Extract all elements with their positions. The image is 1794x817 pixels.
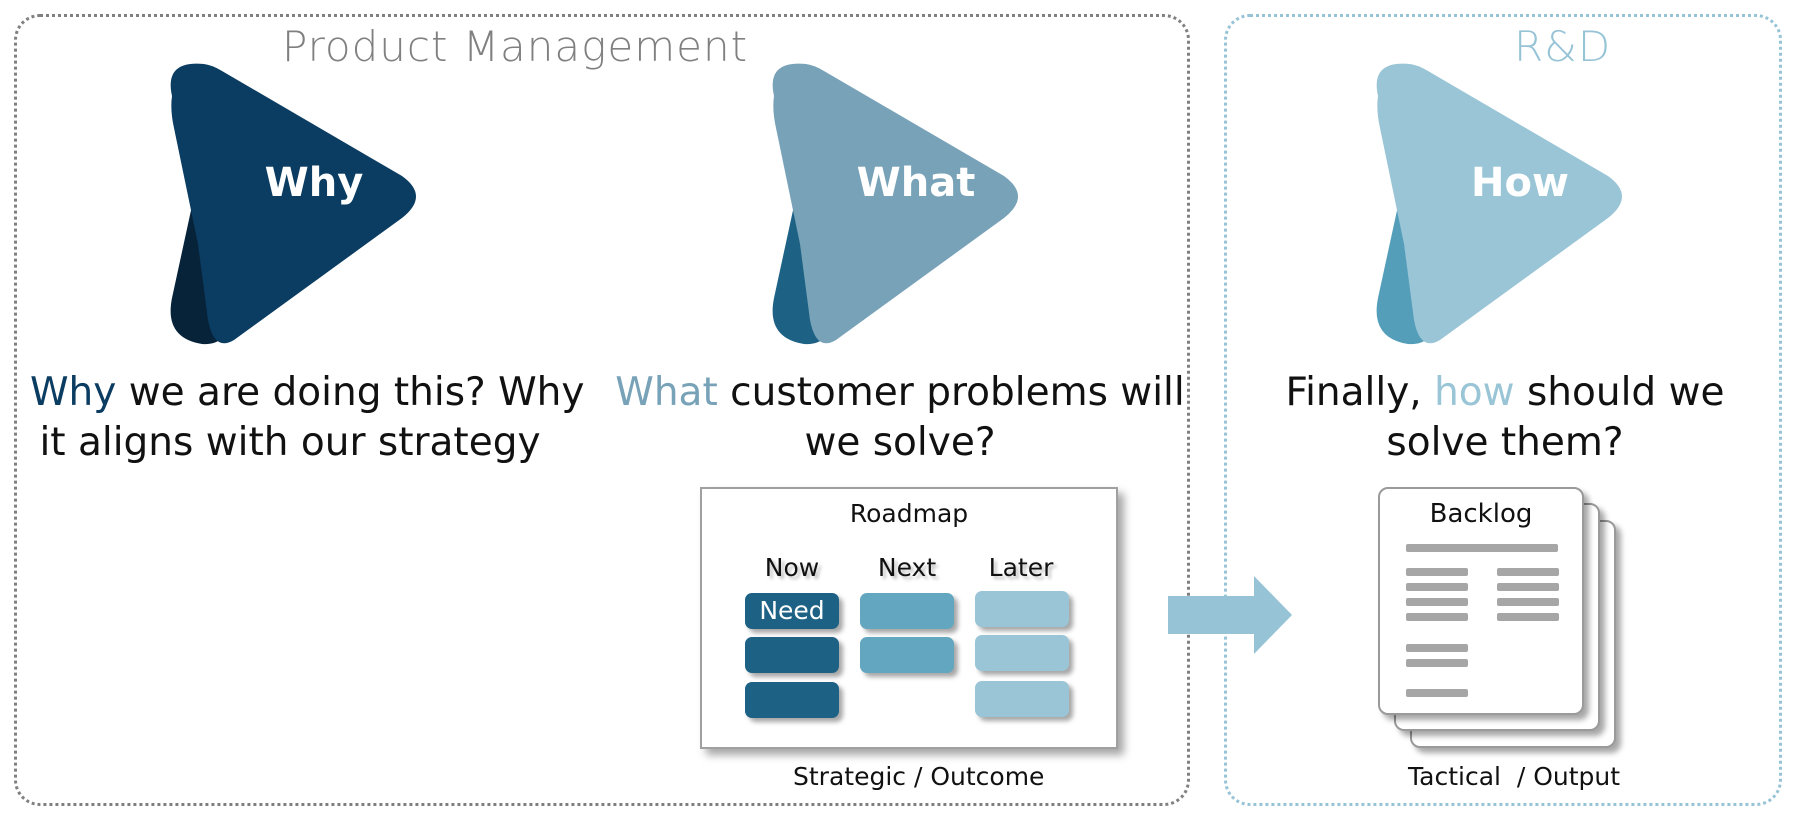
- what-description-line1: What customer problems will: [610, 368, 1190, 418]
- what-highlight: What: [615, 370, 718, 415]
- backlog-caption: Tactical / Output: [1408, 762, 1621, 791]
- backlog-line: [1406, 598, 1468, 606]
- backlog-line: [1406, 613, 1468, 621]
- rd-section: [1224, 14, 1782, 806]
- roadmap-card-now-2: [745, 637, 839, 673]
- roadmap-column-now: Now: [764, 553, 820, 582]
- roadmap-card-later-1: [975, 591, 1069, 627]
- how-play-icon: [1376, 63, 1622, 345]
- roadmap-card-later-2: [975, 635, 1069, 671]
- how-description-line2: solve them?: [1386, 420, 1624, 465]
- backlog-line: [1406, 659, 1468, 667]
- why-shape: Why: [164, 58, 424, 348]
- what-description: What customer problems will we solve?: [610, 368, 1190, 468]
- roadmap-caption: Strategic / Outcome: [793, 762, 1045, 791]
- backlog-line: [1497, 613, 1559, 621]
- why-highlight: Why: [30, 370, 117, 415]
- backlog-line: [1406, 568, 1468, 576]
- rd-title: R&D: [1514, 22, 1612, 71]
- roadmap-card-next-2: [860, 637, 954, 673]
- backlog-line: [1406, 583, 1468, 591]
- roadmap-card-now-3: [745, 682, 839, 718]
- backlog-title: Backlog: [1429, 499, 1533, 529]
- product-management-title: Product Management: [282, 22, 749, 71]
- how-prefix: Finally,: [1285, 370, 1435, 415]
- why-description-line2: it aligns with our strategy: [39, 420, 541, 465]
- why-description: Why we are doing this? Why it aligns wit…: [30, 368, 584, 468]
- what-play-icon: [772, 63, 1018, 345]
- what-label: What: [856, 160, 976, 206]
- why-description-line1: Why we are doing this? Why: [30, 368, 584, 418]
- what-shape: What: [766, 58, 1026, 348]
- why-play-icon: [170, 63, 416, 345]
- how-line1-text: should we: [1514, 370, 1725, 415]
- backlog-line: [1497, 598, 1559, 606]
- how-description-line1: Finally, how should we: [1240, 368, 1770, 418]
- backlog-line: [1406, 544, 1558, 552]
- what-description-line2: we solve?: [804, 420, 996, 465]
- how-description: Finally, how should we solve them?: [1240, 368, 1770, 468]
- backlog-line: [1406, 644, 1468, 652]
- how-label: How: [1471, 160, 1569, 206]
- roadmap-column-next: Next: [877, 553, 937, 582]
- why-main-shape: [170, 63, 416, 344]
- backlog-line: [1406, 689, 1468, 697]
- roadmap-card-later-3: [975, 681, 1069, 717]
- why-label: Why: [264, 160, 364, 206]
- how-shape: How: [1370, 58, 1630, 348]
- roadmap-card: Roadmap Now Next Later Need: [700, 487, 1118, 749]
- product-management-section: [14, 14, 1190, 806]
- what-line1-text: customer problems will: [717, 370, 1185, 415]
- what-main-shape: [772, 63, 1018, 344]
- how-main-shape: [1376, 63, 1622, 344]
- right-arrow-icon: [1168, 576, 1292, 656]
- backlog-line: [1497, 568, 1559, 576]
- arrow-shape: [1168, 576, 1292, 654]
- roadmap-column-later: Later: [988, 553, 1054, 582]
- backlog-line: [1497, 583, 1559, 591]
- roadmap-card-now-1: Need: [745, 593, 839, 629]
- roadmap-title: Roadmap: [849, 499, 969, 528]
- backlog-card-front: Backlog: [1378, 487, 1584, 715]
- how-highlight: how: [1434, 370, 1515, 415]
- why-line1-text: we are doing this? Why: [116, 370, 585, 415]
- roadmap-card-next-1: [860, 593, 954, 629]
